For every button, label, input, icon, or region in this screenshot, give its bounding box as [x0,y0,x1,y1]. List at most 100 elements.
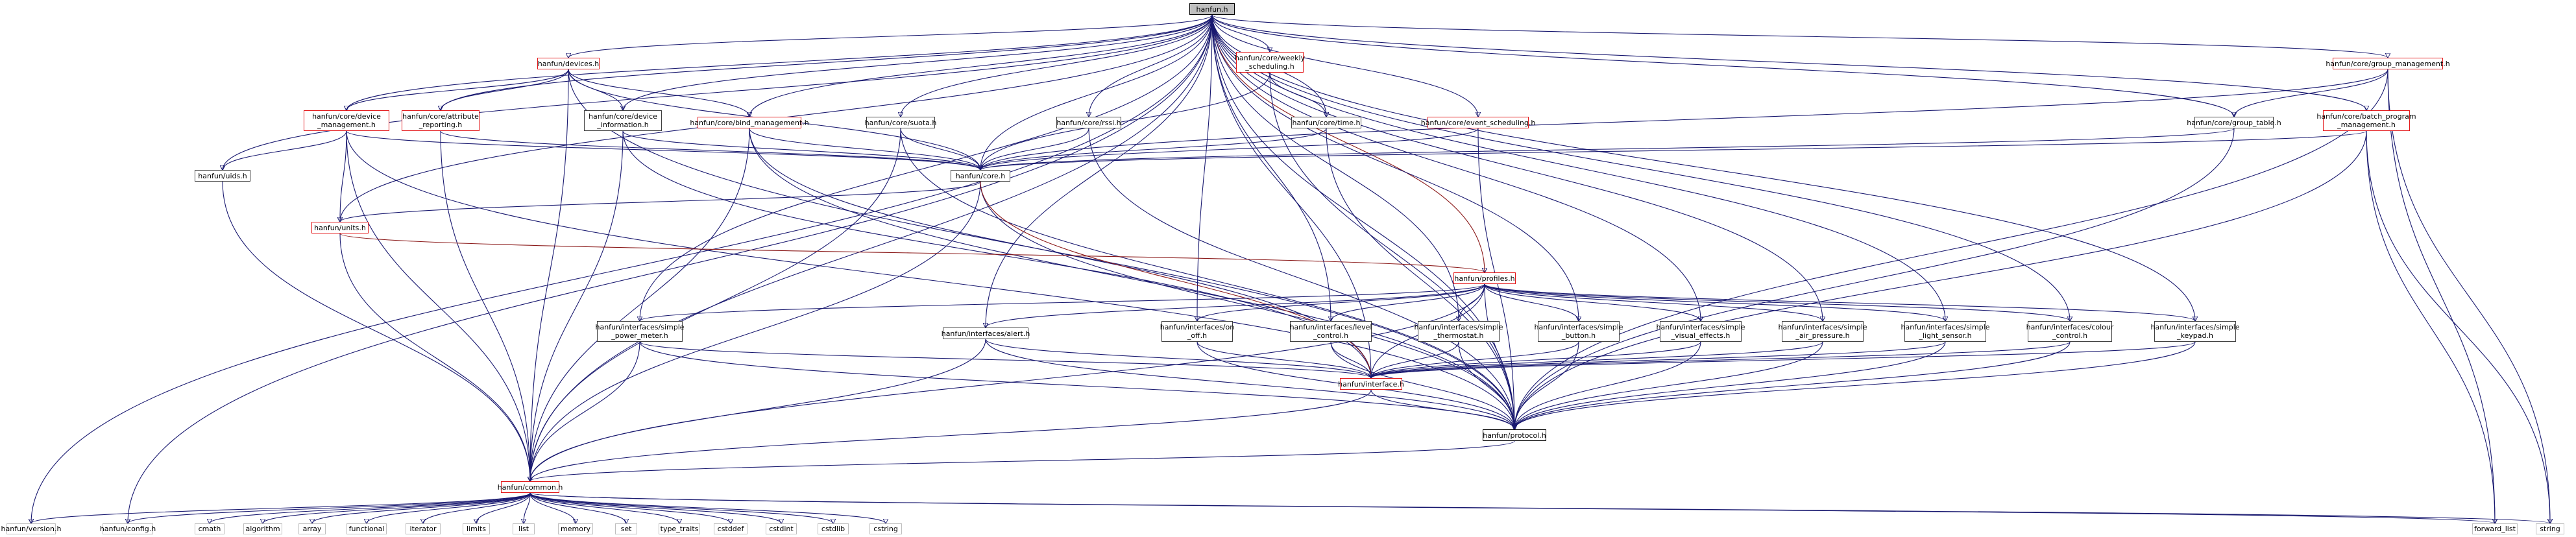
edge-profiles-to-air [1484,283,1823,321]
node-keypad[interactable]: hanfun/interfaces/simple _keypad.h [2151,321,2240,342]
edge-weekly-to-time [1269,72,1326,117]
edge-profiles-to-colour [1484,283,2070,321]
node-set[interactable]: set [615,523,637,534]
node-cstdlib[interactable]: cstdlib [818,523,849,534]
node-colour[interactable]: hanfun/interfaces/colour _control.h [2026,321,2113,342]
node-limits[interactable]: limits [463,523,490,534]
edge-bind_mgmt-to-core [749,128,980,170]
edge-hanfun-to-uids [223,14,1213,170]
node-algorithm[interactable]: algorithm [243,523,282,534]
edge-batch-to-protocol [1514,130,2367,429]
edge-hanfun-to-event_sched [1211,14,1478,117]
edge-group_mgmt-to-string [2387,69,2550,523]
edge-devices-to-common [530,69,569,481]
edge-hanfun-to-power_meter [640,14,1213,321]
node-cstddef[interactable]: cstddef [714,523,747,534]
edge-hanfun-to-interface [1211,14,1371,378]
node-air[interactable]: hanfun/interfaces/simple _air_pressure.h [1779,321,1867,342]
edge-alert-to-common [530,339,986,481]
edge-air-to-interface [1371,341,1823,378]
node-units[interactable]: hanfun/units.h [311,222,369,233]
node-level[interactable]: hanfun/interfaces/level _control.h [1290,321,1372,342]
node-group-mgmt[interactable]: hanfun/core/group_management.h [2326,58,2450,69]
edge-hanfun-to-air [1211,14,1823,321]
edge-hanfun-to-group_table [1211,14,2234,117]
node-list[interactable]: list [513,523,535,534]
node-group-table[interactable]: hanfun/core/group_table.h [2187,117,2281,128]
node-iterator[interactable]: iterator [406,523,441,534]
node-version[interactable]: hanfun/version.h [1,523,62,534]
node-rssi[interactable]: hanfun/core/rssi.h [1056,117,1121,128]
node-alert[interactable]: hanfun/interfaces/alert.h [942,328,1030,339]
edge-keypad-to-interface [1371,341,2196,378]
edge-profiles-to-power_meter [640,283,1485,321]
edge-uids-to-common [222,181,530,481]
edge-hanfun-to-suota [901,14,1213,117]
node-time[interactable]: hanfun/core/time.h [1291,117,1361,128]
edge-common-to-functional [367,492,531,523]
node-hanfun[interactable]: hanfun.h [1189,3,1235,15]
edge-thermostat-to-protocol [1458,341,1514,429]
edge-power_meter-to-common [530,341,640,481]
node-profiles[interactable]: hanfun/profiles.h [1453,272,1516,284]
node-uids[interactable]: hanfun/uids.h [195,170,250,182]
node-core[interactable]: hanfun/core.h [951,170,1010,182]
node-string[interactable]: string [2536,523,2564,534]
edge-colour-to-interface [1371,341,2071,378]
edge-common-to-list [524,492,531,523]
node-cstring[interactable]: cstring [869,523,902,534]
node-type-traits[interactable]: type_traits [659,523,700,534]
node-suota[interactable]: hanfun/core/suota.h [865,117,936,128]
edge-hanfun-to-button [1211,14,1579,321]
edge-batch-to-core [980,130,2367,170]
edge-core-to-common [530,181,981,481]
node-batch[interactable]: hanfun/core/batch_program _management.h [2316,110,2416,131]
edge-alert-to-protocol [985,339,1514,429]
edge-common-to-cstdint [529,492,781,523]
node-functional[interactable]: functional [346,523,387,534]
edge-profiles-to-light [1484,283,1945,321]
node-weekly[interactable]: hanfun/core/weekly _scheduling.h [1235,52,1305,73]
edge-on_off-to-interface [1197,341,1371,378]
node-event-sched[interactable]: hanfun/core/event_scheduling.h [1421,117,1535,128]
node-bind-mgmt[interactable]: hanfun/core/bind_management.h [690,117,809,128]
edge-hanfun-to-device_info [623,14,1213,110]
edge-profiles-to-keypad [1484,283,2195,321]
node-button[interactable]: hanfun/interfaces/simple _button.h [1535,321,1623,342]
node-attr-rep[interactable]: hanfun/core/attribute _reporting.h [402,110,480,131]
node-power-meter[interactable]: hanfun/interfaces/simple _power_meter.h [596,321,685,342]
edge-group_mgmt-to-core [980,69,2388,170]
edge-common-to-cstddef [529,492,731,523]
edge-power_meter-to-interface [639,341,1371,378]
edge-suota-to-core [900,128,980,170]
node-cmath[interactable]: cmath [195,523,225,534]
edge-hanfun-to-visual [1211,14,1701,321]
edge-device_mgmt-to-units [340,130,347,222]
node-config[interactable]: hanfun/config.h [99,523,156,534]
node-common[interactable]: hanfun/common.h [498,481,563,493]
edge-device_mgmt-to-common [346,130,530,481]
node-visual[interactable]: hanfun/interfaces/simple _visual_effects… [1657,321,1745,342]
node-memory[interactable]: memory [558,523,593,534]
node-light[interactable]: hanfun/interfaces/simple _light_sensor.h [1901,321,1990,342]
node-forward-list[interactable]: forward_list [2472,523,2518,534]
edge-interface-to-protocol [1370,389,1514,429]
edge-common-to-cmath [210,492,531,523]
edge-interface-to-common [530,389,1372,481]
edge-common-to-cstring [529,492,886,523]
node-protocol[interactable]: hanfun/protocol.h [1483,429,1546,441]
edge-batch-to-string [2366,130,2550,523]
edge-common-to-type_traits [529,492,679,523]
node-device-info[interactable]: hanfun/core/device _information.h [584,110,662,131]
node-thermostat[interactable]: hanfun/interfaces/simple _thermostat.h [1415,321,1503,342]
edge-device_mgmt-to-uids [223,130,347,170]
node-interface[interactable]: hanfun/interface.h [1338,378,1404,390]
node-on-off[interactable]: hanfun/interfaces/on _off.h [1160,321,1234,342]
node-array[interactable]: array [298,523,326,534]
edge-visual-to-interface [1371,341,1701,378]
node-device-mgmt[interactable]: hanfun/core/device _management.h [304,110,389,131]
edge-device_info-to-core [622,130,980,170]
edge-group_mgmt-to-group_table [2234,69,2388,117]
node-cstdint[interactable]: cstdint [766,523,797,534]
node-devices[interactable]: hanfun/devices.h [537,58,600,69]
